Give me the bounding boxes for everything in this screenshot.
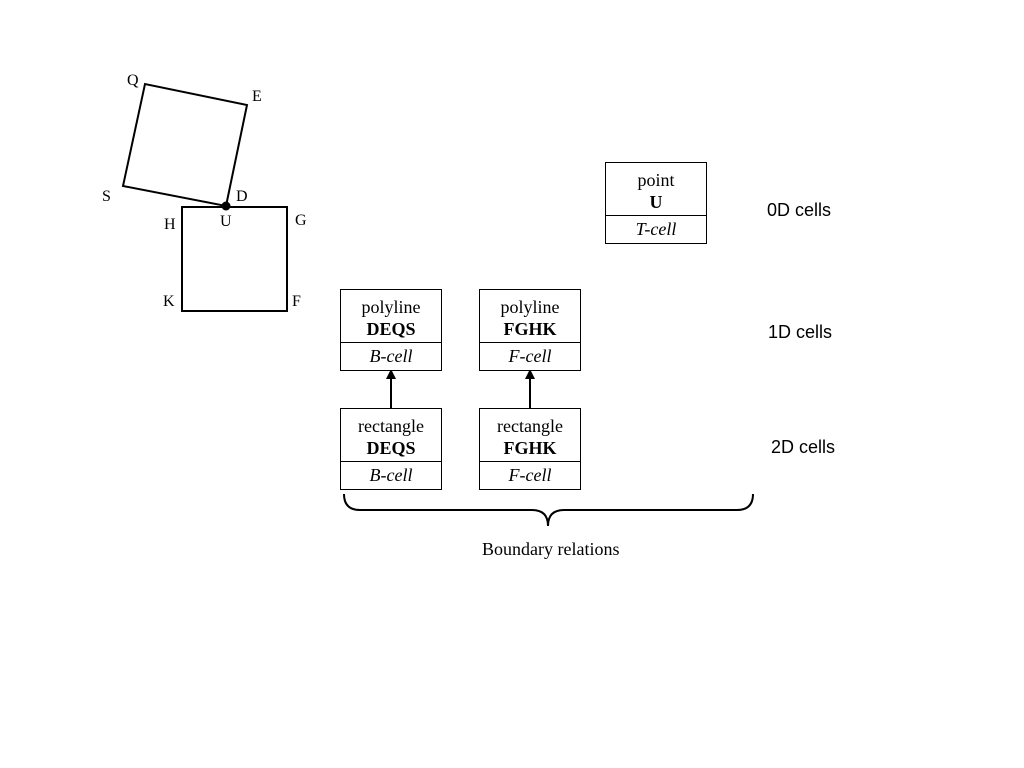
cell-name: DEQS bbox=[366, 438, 416, 458]
square-fghk bbox=[181, 206, 288, 312]
cell-polyline-fghk: polyline FGHK F-cell bbox=[479, 289, 581, 371]
cell-kind: polyline bbox=[500, 297, 560, 317]
vertex-label-k: K bbox=[163, 293, 175, 310]
vertex-label-d: D bbox=[236, 188, 248, 205]
vertex-label-u: U bbox=[220, 213, 232, 230]
cell-name: DEQS bbox=[366, 319, 416, 339]
cell-name: U bbox=[649, 192, 663, 212]
vertex-label-h: H bbox=[164, 216, 176, 233]
cell-point-u: point U T-cell bbox=[605, 162, 707, 244]
cell-rectangle-deqs: rectangle DEQS B-cell bbox=[340, 408, 442, 490]
row-label-0d: 0D cells bbox=[767, 200, 832, 220]
cell-kind: polyline bbox=[361, 297, 421, 317]
cell-role: B-cell bbox=[369, 465, 413, 485]
vertex-label-e: E bbox=[252, 88, 262, 105]
vertex-label-g: G bbox=[295, 212, 307, 229]
cell-rectangle-fghk: rectangle FGHK F-cell bbox=[479, 408, 581, 490]
cell-role: T-cell bbox=[635, 219, 677, 239]
vertex-label-s: S bbox=[102, 188, 111, 205]
cell-kind: rectangle bbox=[358, 416, 424, 436]
cell-role: F-cell bbox=[508, 346, 552, 366]
square-deqs bbox=[121, 82, 249, 208]
cell-name: FGHK bbox=[503, 319, 557, 339]
cell-role: F-cell bbox=[508, 465, 552, 485]
boundary-brace bbox=[343, 493, 754, 527]
vertex-label-f: F bbox=[292, 293, 301, 310]
cell-role: B-cell bbox=[369, 346, 413, 366]
cell-kind: rectangle bbox=[497, 416, 563, 436]
point-u-marker bbox=[221, 201, 231, 211]
cell-polyline-deqs: polyline DEQS B-cell bbox=[340, 289, 442, 371]
vertex-label-q: Q bbox=[127, 72, 139, 89]
row-label-1d: 1D cells bbox=[768, 322, 833, 342]
cell-name: FGHK bbox=[503, 438, 557, 458]
row-label-2d: 2D cells bbox=[771, 437, 836, 457]
brace-caption: Boundary relations bbox=[482, 539, 620, 559]
cell-kind: point bbox=[637, 170, 675, 190]
